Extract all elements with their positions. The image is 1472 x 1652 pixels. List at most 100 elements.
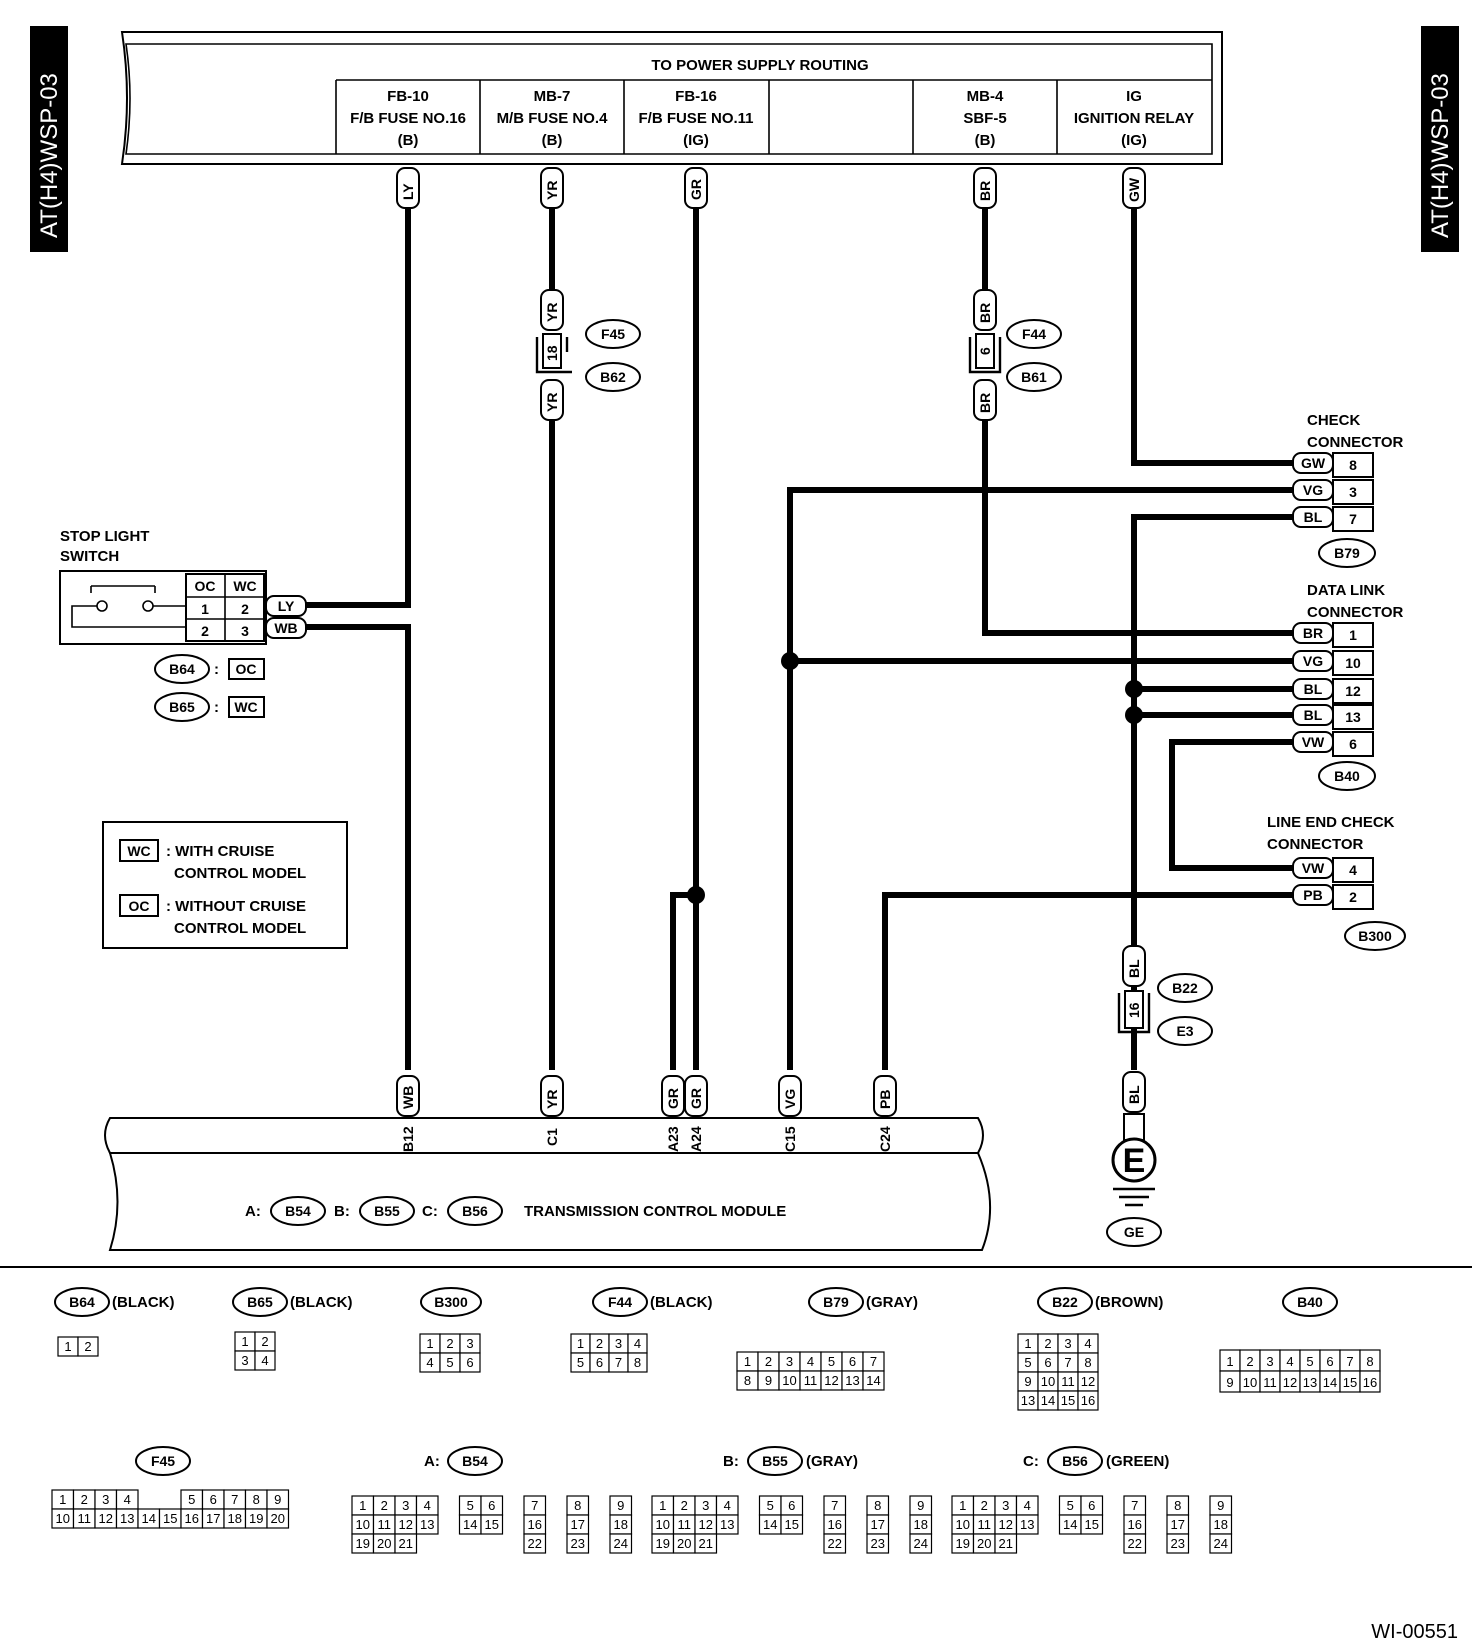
svg-text:B79: B79	[1334, 545, 1360, 561]
svg-text:LINE END CHECK: LINE END CHECK	[1267, 814, 1395, 831]
inline-connector-f44-b61: BR 6 BR F44 B61	[968, 289, 1062, 421]
svg-text:10: 10	[1345, 655, 1361, 671]
pin-number: 8	[1366, 1354, 1373, 1369]
pin-number: 16	[1363, 1375, 1377, 1390]
svg-text:SWITCH: SWITCH	[60, 548, 119, 565]
pin-number: 8	[574, 1498, 581, 1513]
pin-number: 14	[1323, 1375, 1337, 1390]
svg-text:SBF-5: SBF-5	[963, 110, 1006, 127]
svg-text:CONNECTOR: CONNECTOR	[1307, 434, 1404, 451]
pin-number: 4	[261, 1353, 268, 1368]
pin-number: 20	[677, 1536, 691, 1551]
svg-text:FB-10: FB-10	[387, 88, 429, 105]
svg-text:WC: WC	[234, 699, 257, 715]
svg-text:B62: B62	[600, 369, 626, 385]
svg-text:C1: C1	[544, 1128, 560, 1146]
svg-text:B56: B56	[1062, 1453, 1088, 1469]
pin-number: 6	[210, 1492, 217, 1507]
pin-number: 20	[377, 1536, 391, 1551]
svg-text:OC: OC	[129, 898, 150, 914]
pin-number: 5	[188, 1492, 195, 1507]
svg-text:BL: BL	[1126, 1085, 1142, 1104]
pin-number: 5	[1306, 1354, 1313, 1369]
pin-number: 1	[1024, 1336, 1031, 1351]
pin-number: 7	[231, 1492, 238, 1507]
svg-text:(GRAY): (GRAY)	[806, 1453, 858, 1470]
svg-text:B22: B22	[1172, 980, 1198, 996]
pin-number: 6	[466, 1355, 473, 1370]
svg-text:F44: F44	[1022, 326, 1046, 342]
pin-number: 3	[102, 1492, 109, 1507]
svg-text:B54: B54	[285, 1203, 311, 1219]
pin-number: 23	[871, 1536, 885, 1551]
svg-text:B55: B55	[374, 1203, 400, 1219]
pin-number: 23	[1171, 1536, 1185, 1551]
pin-number: 24	[614, 1536, 628, 1551]
svg-text:LY: LY	[278, 598, 295, 614]
pin-number: 5	[828, 1354, 835, 1369]
pin-number: 3	[702, 1498, 709, 1513]
pin-number: 16	[528, 1517, 542, 1532]
svg-text:B300: B300	[1358, 928, 1392, 944]
transmission-control-module: A: B54 B: B55 C: B56 TRANSMISSION CONTRO…	[104, 1075, 992, 1251]
svg-text:AT(H4)WSP-03: AT(H4)WSP-03	[1427, 73, 1454, 238]
svg-text:B65: B65	[247, 1294, 273, 1310]
pin-number: 9	[1217, 1498, 1224, 1513]
pin-number: 2	[1246, 1354, 1253, 1369]
wires	[306, 204, 1333, 1070]
svg-text:IG: IG	[1126, 88, 1142, 105]
pin-number: 4	[634, 1336, 641, 1351]
svg-text:WB: WB	[274, 620, 297, 636]
svg-text:3: 3	[1349, 484, 1357, 500]
svg-text:OC: OC	[195, 578, 216, 594]
svg-text:(IG): (IG)	[1121, 132, 1147, 149]
pin-number: 7	[1131, 1498, 1138, 1513]
pin-number: 9	[1226, 1375, 1233, 1390]
pin-number: 13	[845, 1373, 859, 1388]
svg-text:C24: C24	[877, 1126, 893, 1152]
pin-number: 3	[466, 1336, 473, 1351]
pin-number: 2	[81, 1492, 88, 1507]
pin-number: 21	[699, 1536, 713, 1551]
pin-number: 7	[1064, 1355, 1071, 1370]
inline-connector-f45-b62: YR 18 YR F45 B62	[535, 289, 641, 421]
svg-text:DATA LINK: DATA LINK	[1307, 582, 1385, 599]
pin-number: 15	[785, 1517, 799, 1532]
pin-number: 2	[446, 1336, 453, 1351]
pin-number: 13	[720, 1517, 734, 1532]
pin-number: 9	[617, 1498, 624, 1513]
stop-light-switch: STOP LIGHT SWITCH OC WC 1 2 2 3 LY WB B6…	[59, 528, 307, 722]
svg-text:3: 3	[241, 623, 249, 639]
pin-number: 14	[463, 1517, 477, 1532]
pin-number: 7	[870, 1354, 877, 1369]
svg-text:BR: BR	[977, 303, 993, 323]
svg-text:(BLACK): (BLACK)	[290, 1294, 352, 1311]
pin-number: 15	[1085, 1517, 1099, 1532]
pin-number: 1	[426, 1336, 433, 1351]
pin-number: 2	[261, 1334, 268, 1349]
pin-number: 13	[120, 1511, 134, 1526]
pin-number: 5	[467, 1498, 474, 1513]
junctions	[687, 652, 1143, 904]
svg-text:BR: BR	[1303, 625, 1323, 641]
svg-text:F/B FUSE NO.11: F/B FUSE NO.11	[638, 110, 753, 127]
svg-text:C15: C15	[782, 1126, 798, 1152]
pin-number: 6	[849, 1354, 856, 1369]
pin-number: 6	[1326, 1354, 1333, 1369]
pin-number: 1	[241, 1334, 248, 1349]
pin-number: 12	[399, 1517, 413, 1532]
svg-text:FB-16: FB-16	[675, 88, 717, 105]
svg-text:B40: B40	[1334, 768, 1360, 784]
pin-number: 14	[866, 1373, 880, 1388]
svg-text:C:: C:	[1023, 1453, 1039, 1470]
pin-number: 15	[1061, 1393, 1075, 1408]
svg-text:B64: B64	[69, 1294, 95, 1310]
svg-text:7: 7	[1349, 511, 1357, 527]
svg-text:CONNECTOR: CONNECTOR	[1307, 604, 1404, 621]
svg-text:VW: VW	[1302, 860, 1325, 876]
pin-number: 10	[356, 1517, 370, 1532]
svg-text:AT(H4)WSP-03: AT(H4)WSP-03	[36, 73, 63, 238]
pin-number: 8	[874, 1498, 881, 1513]
pin-number: 5	[1024, 1355, 1031, 1370]
